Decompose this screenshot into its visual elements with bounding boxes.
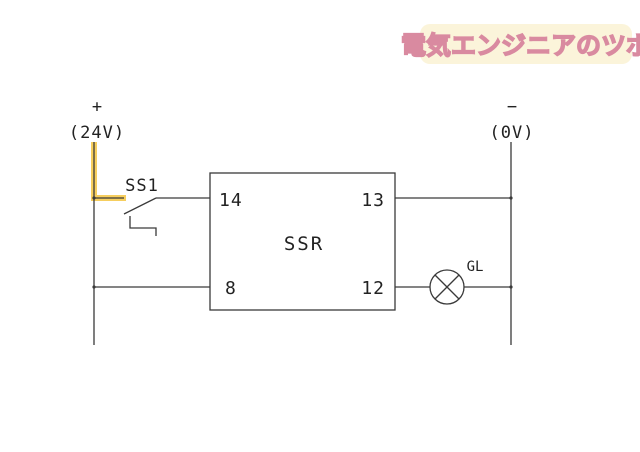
negative-symbol: −: [507, 97, 517, 117]
junction-dot: [509, 196, 513, 200]
switch-label: SS1: [125, 176, 159, 196]
logo: 電気エンジニアのツボ: [400, 24, 640, 64]
positive-symbol: +: [92, 97, 102, 117]
negative-voltage-label: (0V): [490, 123, 535, 143]
switch-actuator: [129, 216, 157, 236]
lamp-gl: [429, 269, 465, 305]
ssr-terminal-8: 8: [225, 278, 236, 299]
ssr-label: SSR: [284, 233, 324, 255]
junction-dot: [509, 285, 513, 289]
positive-voltage-label: (24V): [69, 123, 125, 143]
ssr-terminal-12: 12: [361, 278, 385, 299]
positive-rail-highlight: [91, 142, 126, 201]
selector-switch-ss1: [123, 197, 210, 236]
junction-dot: [92, 285, 96, 289]
junction-dot: [92, 196, 96, 200]
ssr-terminal-13: 13: [361, 190, 385, 211]
logo-text: 電気エンジニアのツボ: [401, 31, 640, 60]
ssr-box: [209, 172, 396, 311]
lamp-cross-b: [434, 274, 460, 300]
logo-background: [420, 24, 632, 64]
switch-contact-blade: [123, 197, 157, 215]
ssr-terminal-14: 14: [219, 190, 243, 211]
lamp-label: GL: [467, 259, 484, 275]
